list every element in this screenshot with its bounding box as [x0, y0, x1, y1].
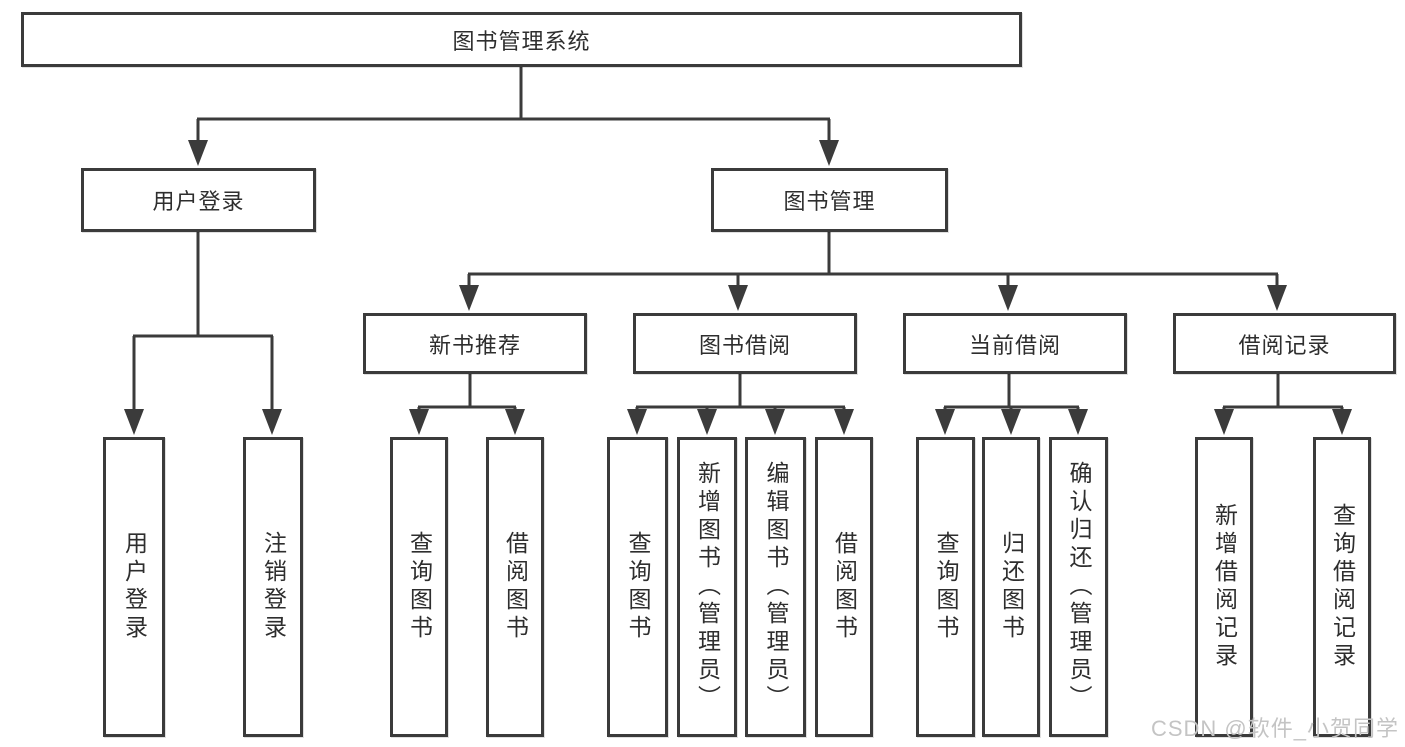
leaf-logout: 注销登录: [243, 437, 303, 737]
leaf-confirm-return-admin: 确认归还（管理员）: [1049, 437, 1108, 737]
node-new-book-recommend: 新书推荐: [363, 313, 587, 374]
connector-root-to-level2: [196, 67, 831, 145]
leaf-query-book-2: 查询图书: [607, 437, 668, 737]
node-borrow-record: 借阅记录: [1173, 313, 1396, 374]
leaf-label: 借阅图书: [502, 531, 529, 643]
leaf-label: 注销登录: [260, 531, 287, 643]
leaf-return-book: 归还图书: [982, 437, 1040, 737]
leaf-label: 新增借阅记录: [1211, 503, 1238, 671]
leaf-label: 查询借阅记录: [1329, 503, 1356, 671]
leaf-label: 用户登录: [121, 531, 148, 643]
leaf-label: 新增图书（管理员）: [694, 461, 721, 713]
connector-book-management-subtree: [467, 232, 1279, 290]
connector-user-login-subtree: [132, 232, 274, 414]
leaf-add-borrow-record: 新增借阅记录: [1195, 437, 1253, 737]
leaf-label: 编辑图书（管理员）: [763, 461, 789, 713]
leaf-user-login: 用户登录: [103, 437, 165, 737]
connector-new-book-group: [417, 374, 517, 414]
leaf-label: 查询图书: [406, 531, 433, 643]
leaf-label: 归还图书: [998, 531, 1025, 643]
node-current-borrow: 当前借阅: [903, 313, 1127, 374]
csdn-watermark: CSDN @软件_小贺同学: [1150, 716, 1399, 741]
node-root-library-system: 图书管理系统: [21, 12, 1022, 67]
connector-current-borrow-group: [943, 374, 1080, 414]
node-book-borrow: 图书借阅: [633, 313, 857, 374]
arrowhead-icons: [124, 140, 1352, 435]
leaf-label: 查询图书: [625, 531, 651, 643]
leaf-label: 查询图书: [933, 531, 959, 643]
leaf-query-borrow-record: 查询借阅记录: [1313, 437, 1371, 737]
node-book-management: 图书管理: [711, 168, 948, 232]
leaf-label: 确认归还（管理员）: [1066, 461, 1092, 713]
leaf-borrow-book-1: 借阅图书: [486, 437, 544, 737]
node-user-login: 用户登录: [81, 168, 316, 232]
connector-borrow-record-group: [1222, 374, 1344, 414]
leaf-add-book-admin: 新增图书（管理员）: [677, 437, 737, 737]
leaf-borrow-book-2: 借阅图书: [815, 437, 873, 737]
leaf-label: 借阅图书: [831, 531, 858, 643]
leaf-query-book-3: 查询图书: [916, 437, 975, 737]
connector-book-borrow-group: [635, 374, 846, 414]
leaf-edit-book-admin: 编辑图书（管理员）: [745, 437, 806, 737]
leaf-query-book-1: 查询图书: [390, 437, 448, 737]
